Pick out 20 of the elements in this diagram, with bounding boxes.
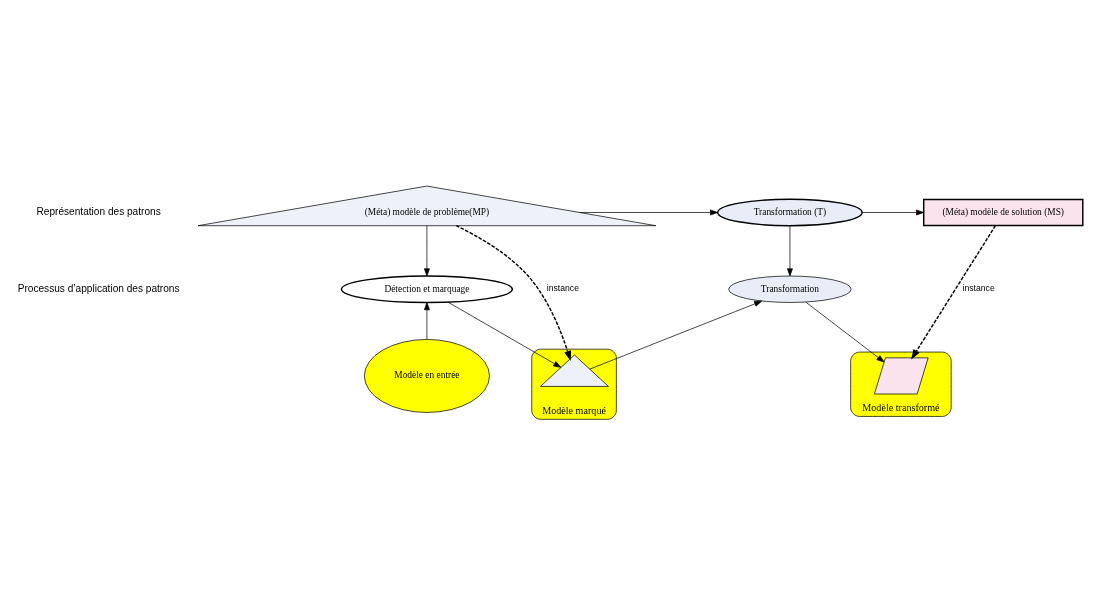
node-ellipse: Modèle en entrée — [364, 339, 490, 413]
arrow — [424, 302, 430, 340]
arrow — [911, 224, 997, 360]
arrow — [579, 209, 718, 216]
edge-label: instance — [546, 283, 579, 294]
arrow — [424, 225, 430, 277]
label: Processus d’application des patrons — [17, 282, 180, 294]
node-triangle — [540, 354, 609, 387]
arrow — [787, 225, 793, 277]
arrow — [861, 209, 924, 216]
arrow — [589, 300, 763, 370]
node-ellipse: Détection et marquage — [340, 275, 514, 304]
node-ellipse: Transformation (T) — [716, 198, 863, 227]
arrow — [447, 301, 562, 368]
label: Représentation des patrons — [36, 206, 161, 218]
node-ellipse: Transformation — [728, 275, 852, 303]
arrow — [455, 225, 572, 362]
arrow — [805, 301, 885, 363]
node-box: (Méta) modèle de solution (MS) — [922, 198, 1084, 227]
edge-label: instance — [962, 283, 995, 294]
